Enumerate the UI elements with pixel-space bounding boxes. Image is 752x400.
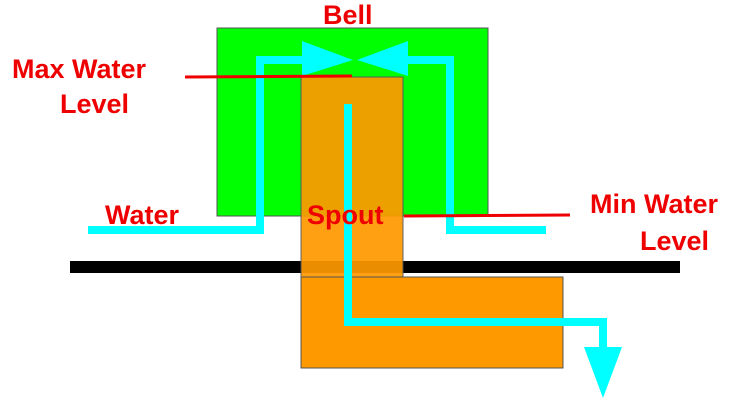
water-outflow (344, 104, 607, 350)
flow-arrow-right-icon (302, 41, 353, 76)
max-water-level-line (184, 74, 353, 79)
bell-label: Bell (323, 0, 373, 30)
water-inflow-left (88, 56, 305, 234)
flow-arrow-down-icon (584, 347, 622, 398)
flow-arrow-left-icon (357, 41, 408, 76)
max-water-level-label-2: Level (60, 89, 129, 119)
min-water-level-label: Min Water (590, 189, 718, 219)
water-inflow-right (405, 56, 546, 234)
max-water-level-label: Max Water (12, 54, 147, 84)
spout-label: Spout (307, 200, 383, 230)
water-label: Water (105, 200, 180, 230)
min-water-level-label-2: Level (640, 226, 709, 256)
min-water-level-line (403, 213, 571, 218)
